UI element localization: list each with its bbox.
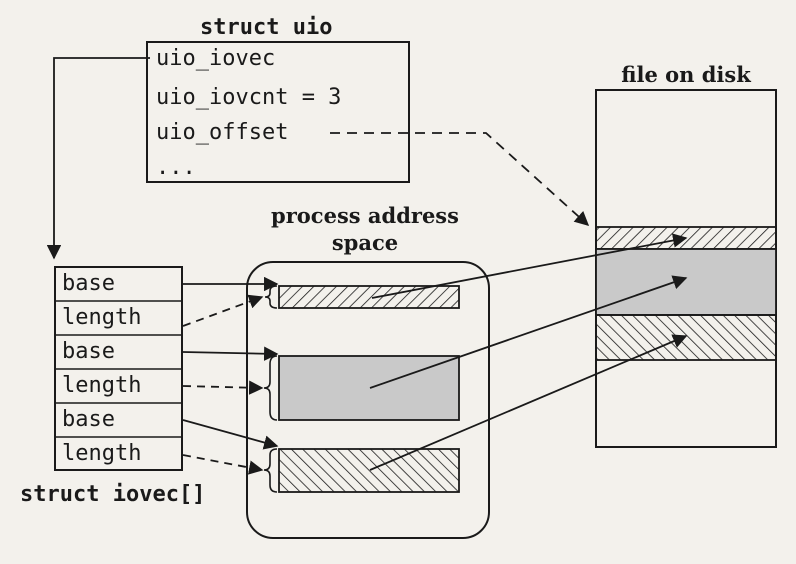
process-address-space-box <box>246 261 490 539</box>
map-arrow-2 <box>369 275 688 389</box>
process-title-line1: process address <box>271 203 459 228</box>
length-arrow-1 <box>182 294 264 327</box>
uio-iovec-arrow <box>46 57 150 260</box>
brace-3 <box>263 448 278 493</box>
uio-title: struct uio <box>200 15 333 40</box>
iovec-row-base-3: base <box>62 407 115 432</box>
file-segment-2 <box>595 248 777 316</box>
iovec-row-length-1: length <box>62 305 142 330</box>
base-arrow-3 <box>182 419 279 450</box>
uio-box <box>146 41 410 183</box>
map-arrow-3 <box>369 334 688 471</box>
file-segment-3 <box>595 314 777 361</box>
uio-field-iovec: uio_iovec <box>156 46 276 71</box>
uio-field-offset: uio_offset <box>156 120 289 145</box>
iovec-row-length-3: length <box>62 441 142 466</box>
length-arrow-3 <box>182 454 264 475</box>
process-title-line2: space <box>331 230 399 255</box>
process-buffer-3 <box>278 448 460 493</box>
iovec-row-base-2: base <box>62 339 115 364</box>
map-arrow-1 <box>371 233 688 299</box>
brace-1 <box>264 285 278 309</box>
iovec-title: struct iovec[] <box>20 482 206 507</box>
uio-field-ellipsis: ... <box>156 155 196 180</box>
base-arrow-2 <box>182 346 279 361</box>
uio-offset-arrow <box>330 132 590 226</box>
iovec-row-base-1: base <box>62 271 115 296</box>
uio-field-iovcnt: uio_iovcnt = 3 <box>156 85 342 110</box>
brace-2 <box>263 355 278 421</box>
iovec-table <box>54 266 183 471</box>
process-buffer-1 <box>278 285 460 309</box>
file-title: file on disk <box>621 62 751 87</box>
length-arrow-2 <box>182 380 264 395</box>
iovec-row-length-2: length <box>62 373 142 398</box>
